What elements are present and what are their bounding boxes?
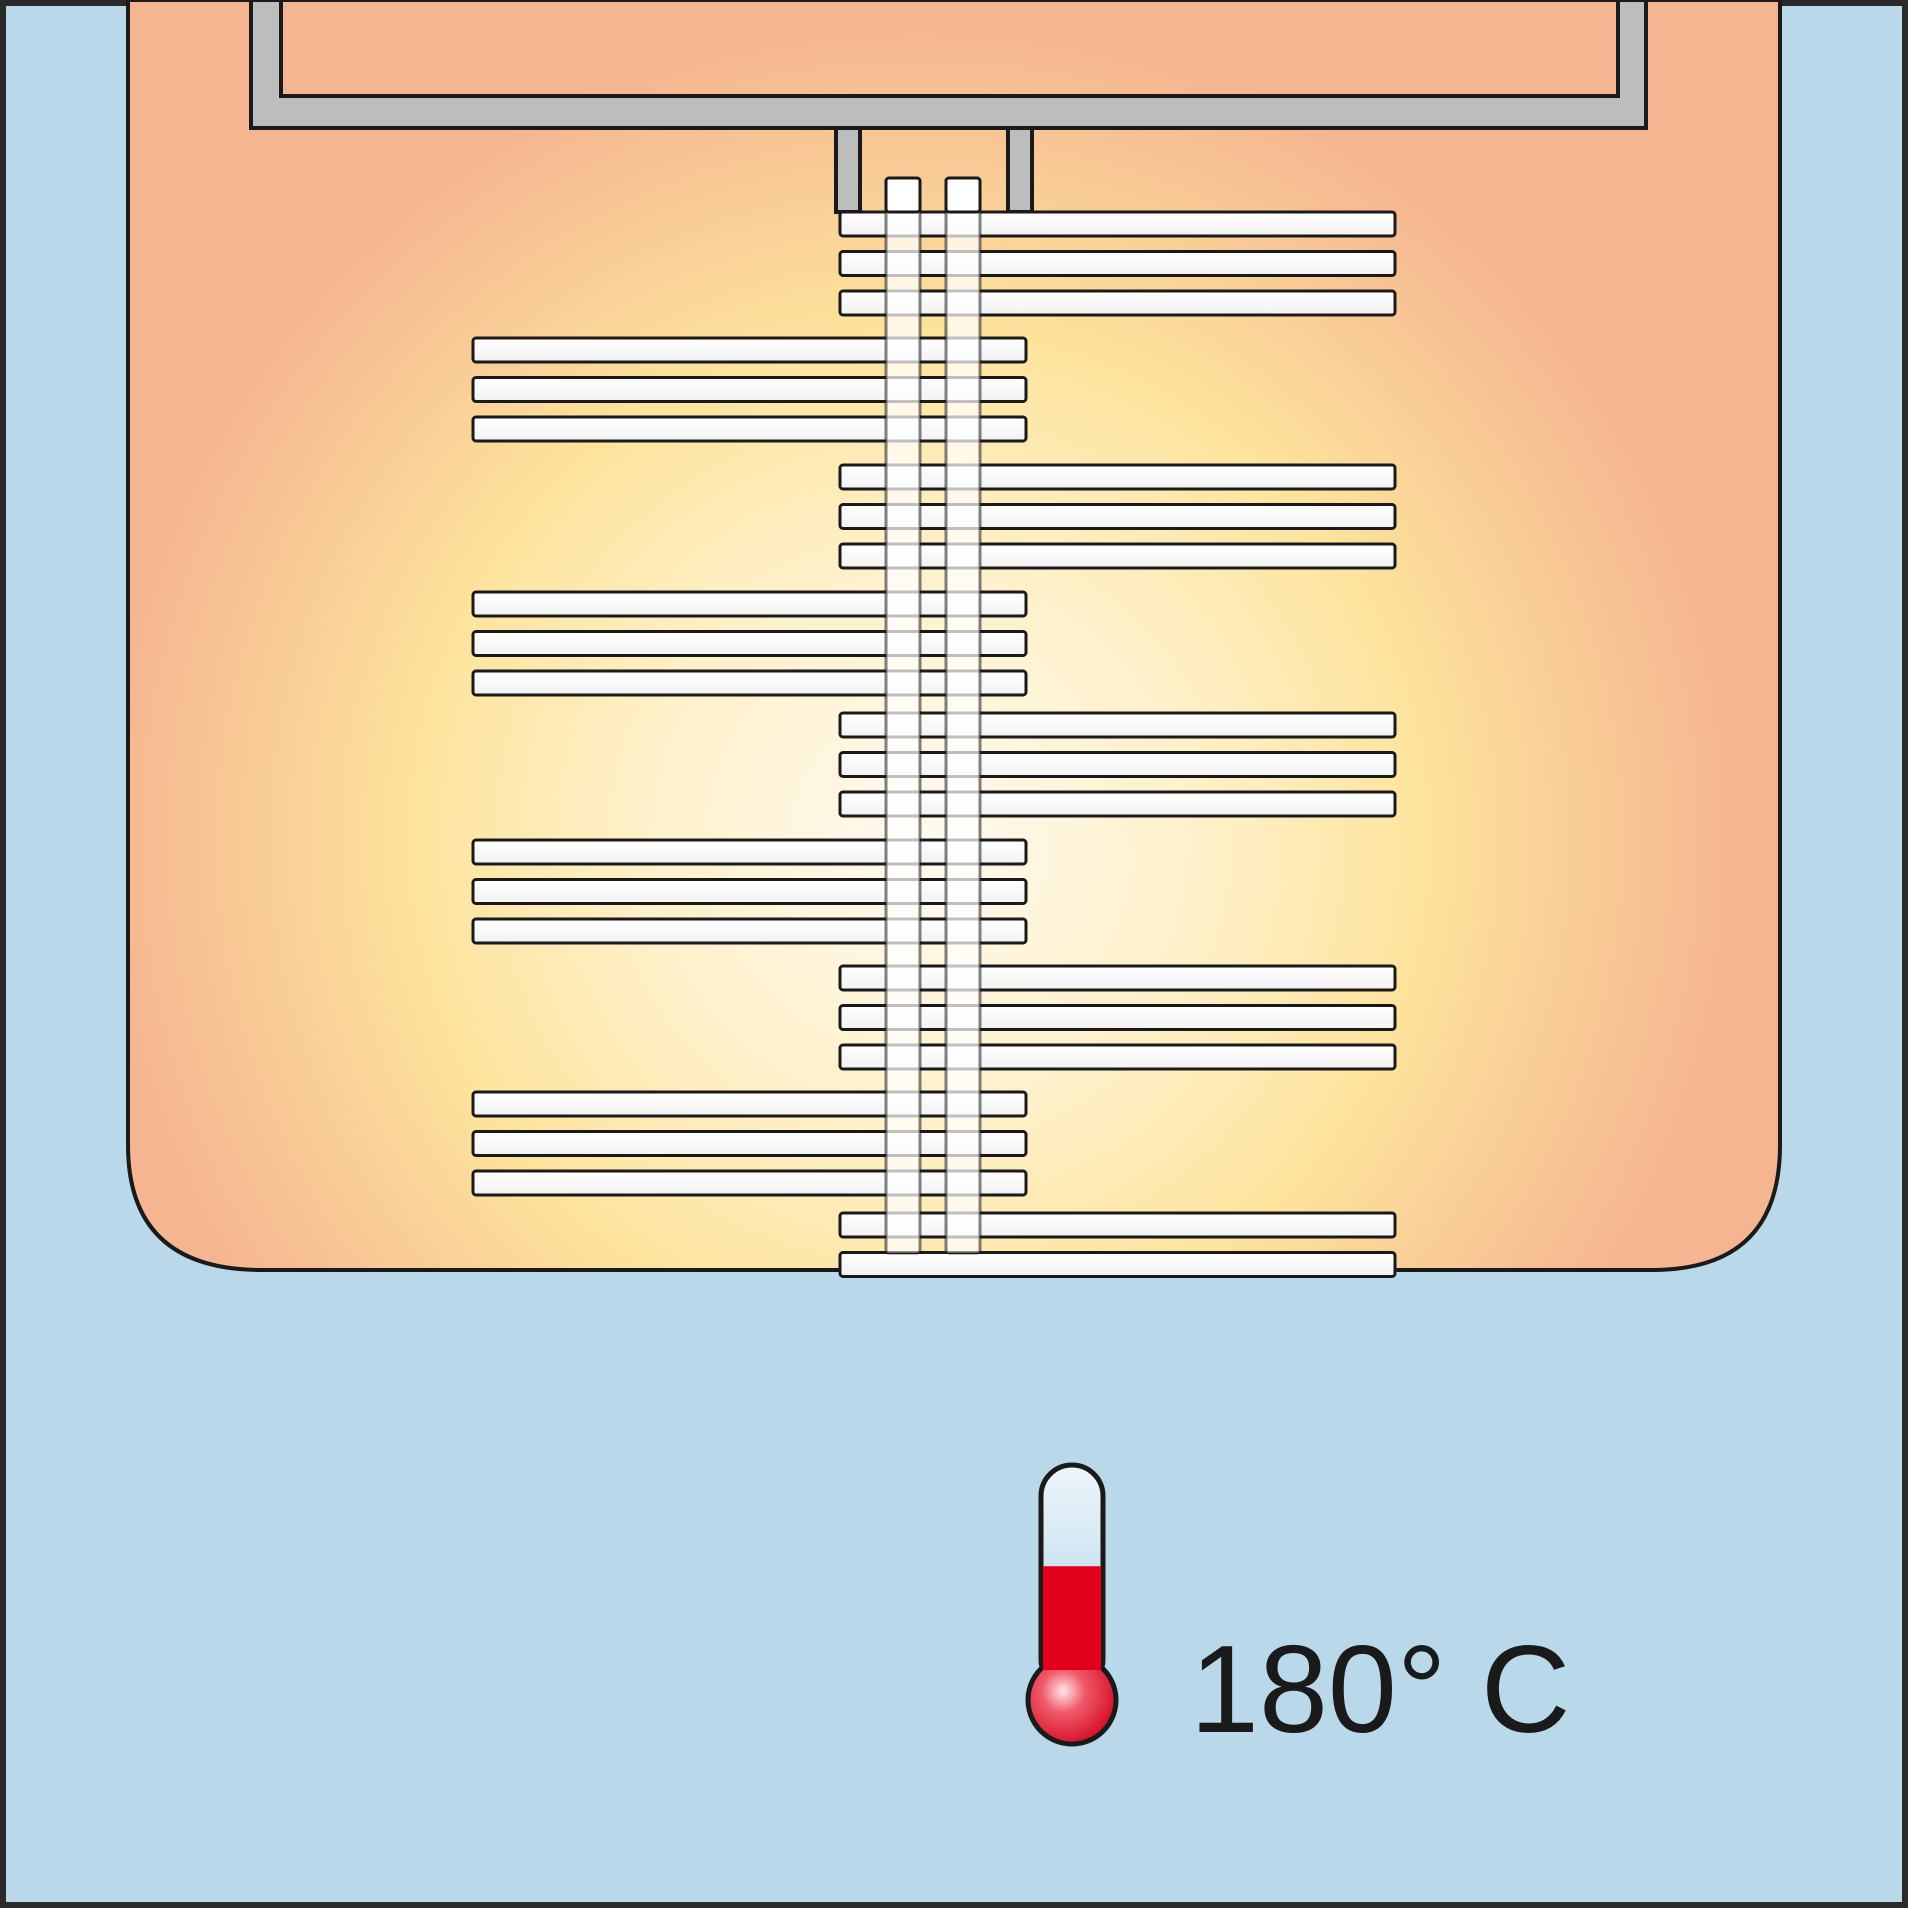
rail-left [471,1090,1028,1118]
rail-right [838,751,1397,778]
thermometer-neck [1043,1650,1101,1670]
rail-right [838,790,1397,818]
pipe-drop-right [1006,126,1034,214]
rail-right [838,250,1397,277]
thermometer-icon [1025,1462,1119,1747]
rail-left [471,917,1028,945]
rail-right [838,1211,1397,1239]
rail-right [838,210,1397,238]
rail-right [838,503,1397,530]
rail-left [471,415,1028,443]
rail-right [838,1043,1397,1071]
rail-left [471,376,1028,403]
post-left [884,176,922,1255]
rail-left [471,878,1028,905]
rail-left [471,838,1028,866]
rail-right [838,463,1397,491]
rail-right [838,711,1397,739]
rail-right [838,542,1397,570]
rail-left [471,1130,1028,1157]
pipe-drop-left [834,126,862,214]
rail-right [838,289,1397,317]
rail-right [838,1251,1397,1278]
rail-left [471,590,1028,618]
rail-left [471,336,1028,364]
supply-pipe [249,0,1648,130]
rail-left [471,669,1028,697]
post-cap [884,176,922,214]
radiator-posts [884,176,982,1255]
post-cap [944,176,982,214]
temperature-label: 180° C [1190,1621,1571,1759]
rail-right [838,964,1397,992]
rail-left [471,630,1028,657]
post-right [944,176,982,1255]
rail-right [838,1004,1397,1031]
rail-left [471,1169,1028,1197]
